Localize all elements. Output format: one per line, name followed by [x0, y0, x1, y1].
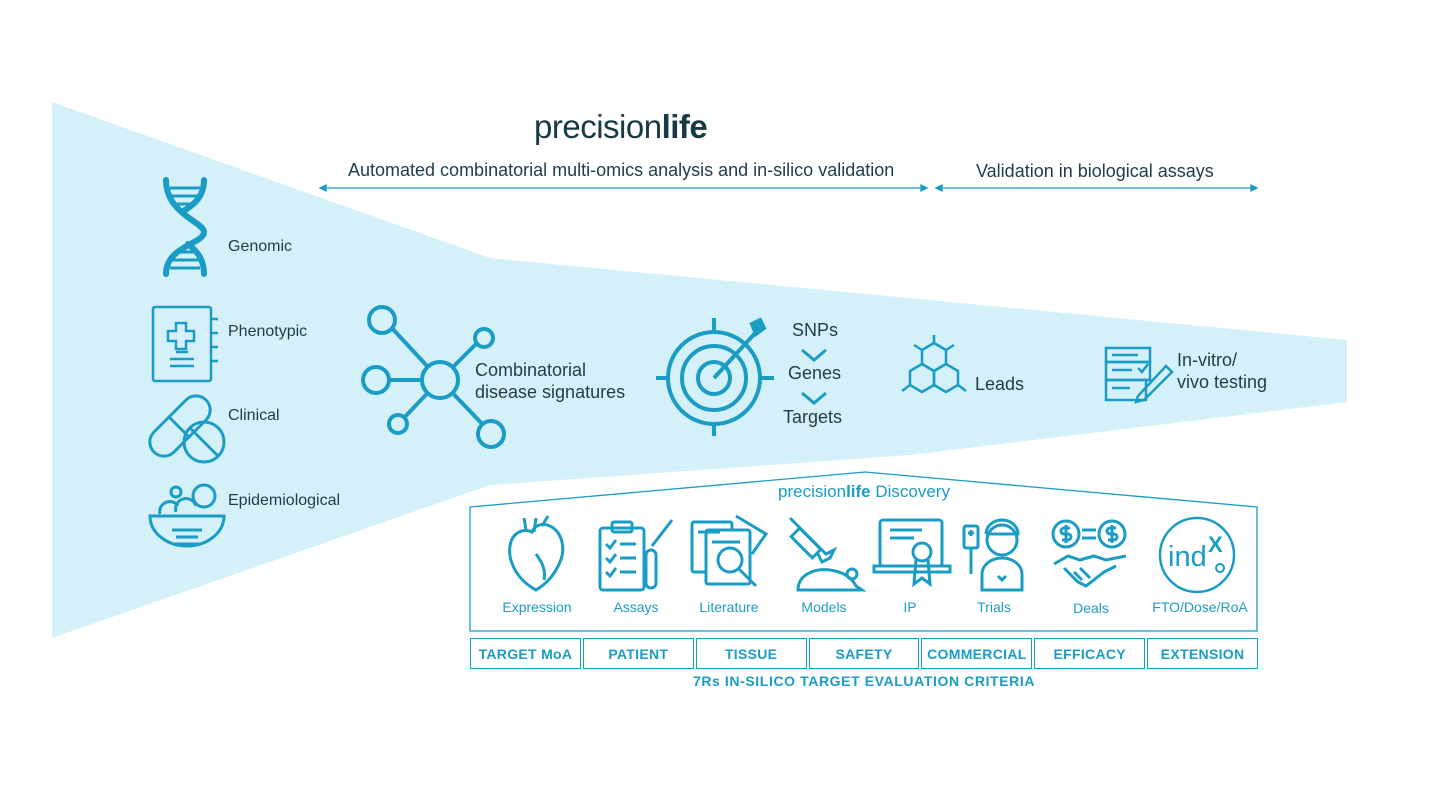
documents-search-icon	[690, 514, 770, 594]
signatures-label-line2: disease signatures	[475, 382, 626, 402]
network-icon	[360, 302, 510, 452]
input-label-epidemiological: Epidemiological	[228, 492, 341, 509]
criteria-efficacy: EFFICACY	[1034, 638, 1146, 669]
target-icon	[656, 316, 776, 436]
precisionlife-logo: precisionlife	[534, 108, 708, 145]
automated-analysis-label: Automated combinatorial multi-omics anal…	[348, 160, 895, 180]
dna-icon	[152, 174, 218, 280]
chevron-down-icon	[801, 348, 827, 362]
criteria-safety: SAFETY	[808, 638, 920, 669]
indx-logo-icon: ind X	[1158, 516, 1238, 596]
testing-label-line1: In-vitro/	[1177, 350, 1238, 370]
tile-label-fto: FTO/Dose/RoA	[1152, 599, 1248, 615]
tile-label-deals: Deals	[1073, 600, 1109, 616]
clipboard-icon	[596, 516, 676, 594]
biological-validation-label: Validation in biological assays	[976, 161, 1214, 181]
targets-label: Targets	[783, 407, 843, 427]
checklist-pen-icon	[1102, 344, 1174, 404]
tile-label-expression: Expression	[502, 599, 572, 615]
testing-label-line2: vivo testing	[1177, 372, 1268, 392]
heart-icon	[506, 514, 568, 594]
food-bowl-icon	[146, 480, 228, 552]
chevron-down-icon	[801, 391, 827, 405]
handshake-icon	[1050, 516, 1130, 592]
tile-label-literature: Literature	[699, 599, 759, 615]
tile-label-models: Models	[801, 599, 847, 615]
pills-icon	[146, 390, 228, 468]
signatures-label-line1: Combinatorial	[475, 360, 587, 380]
certificate-icon	[872, 516, 952, 588]
indx-x-text: X	[1208, 532, 1223, 557]
criteria-caption: 7Rs IN-SILICO TARGET EVALUATION CRITERIA	[692, 673, 1036, 689]
criteria-patient: PATIENT	[582, 638, 694, 669]
input-label-genomic: Genomic	[228, 238, 293, 255]
discovery-frame	[469, 471, 1258, 632]
input-label-clinical: Clinical	[228, 407, 280, 424]
indx-text: ind	[1168, 541, 1207, 573]
criteria-extension: EXTENSION	[1147, 638, 1259, 669]
tile-label-ip: IP	[903, 599, 917, 615]
discovery-title: precisionlife Discovery	[778, 482, 950, 501]
criteria-tissue: TISSUE	[695, 638, 807, 669]
tile-label-trials: Trials	[977, 599, 1011, 615]
input-label-phenotypic: Phenotypic	[228, 323, 308, 340]
leads-label: Leads	[975, 374, 1025, 394]
medical-record-icon	[150, 305, 222, 385]
phase-arrows	[318, 183, 1259, 193]
criteria-commercial: COMMERCIAL	[921, 638, 1033, 669]
syringe-mouse-icon	[786, 514, 866, 594]
tile-label-assays: Assays	[613, 599, 659, 615]
criteria-row: TARGET MoA PATIENT TISSUE SAFETY COMMERC…	[470, 638, 1259, 669]
criteria-target-moa: TARGET MoA	[470, 638, 581, 669]
snps-label: SNPs	[792, 320, 839, 340]
patient-icon	[962, 514, 1028, 594]
molecule-icon	[898, 335, 970, 405]
genes-label: Genes	[788, 363, 842, 383]
